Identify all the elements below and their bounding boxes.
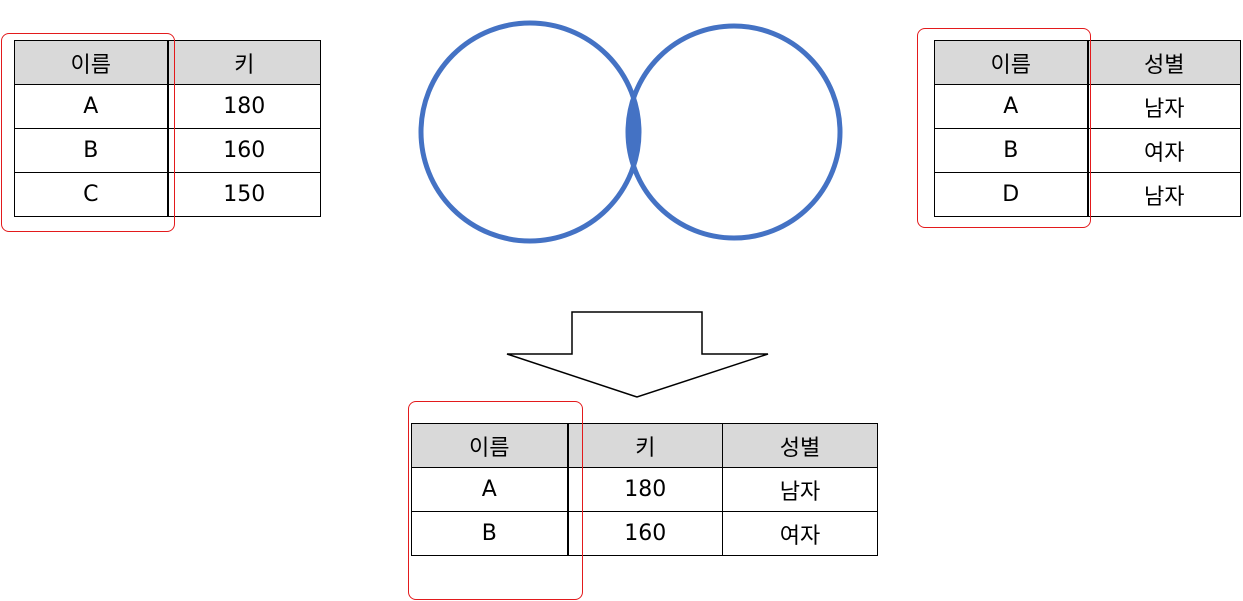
column-header: 이름	[934, 40, 1089, 85]
table-cell: B	[934, 128, 1089, 173]
column-header: 성별	[722, 423, 878, 468]
column-header: 성별	[1087, 40, 1241, 85]
table-cell: 여자	[722, 511, 878, 556]
table-header-row: 이름 키	[14, 40, 321, 85]
table-cell: B	[411, 511, 569, 556]
right-table: 이름 성별 A 남자 B 여자 D 남자	[934, 40, 1241, 217]
table-row: A 남자	[934, 84, 1241, 129]
column-header: 이름	[14, 40, 169, 85]
table-header-row: 이름 성별	[934, 40, 1241, 85]
table-cell: C	[14, 172, 169, 217]
table-cell: D	[934, 172, 1089, 217]
table-cell: 남자	[1087, 172, 1241, 217]
venn-right-circle	[625, 23, 843, 241]
right-key-highlight	[917, 28, 1091, 228]
table-cell: A	[934, 84, 1089, 129]
down-arrow	[506, 311, 769, 398]
table-cell: 여자	[1087, 128, 1241, 173]
column-header: 키	[567, 423, 723, 468]
result-key-highlight	[408, 401, 583, 600]
table-cell: 180	[167, 84, 321, 129]
venn-left-circle	[418, 20, 642, 244]
table-cell: 180	[567, 467, 723, 512]
table-cell: 160	[567, 511, 723, 556]
left-key-highlight	[1, 33, 175, 232]
table-row: B 160 여자	[411, 511, 878, 556]
column-header: 키	[167, 40, 321, 85]
table-cell: 남자	[722, 467, 878, 512]
left-table: 이름 키 A 180 B 160 C 150	[14, 40, 321, 217]
table-row: A 180 남자	[411, 467, 878, 512]
column-header: 이름	[411, 423, 569, 468]
table-row: C 150	[14, 172, 321, 217]
table-cell: 160	[167, 128, 321, 173]
table-cell: 150	[167, 172, 321, 217]
table-cell: A	[411, 467, 569, 512]
table-row: D 남자	[934, 172, 1241, 217]
result-table: 이름 키 성별 A 180 남자 B 160 여자	[411, 423, 878, 556]
table-cell: 남자	[1087, 84, 1241, 129]
